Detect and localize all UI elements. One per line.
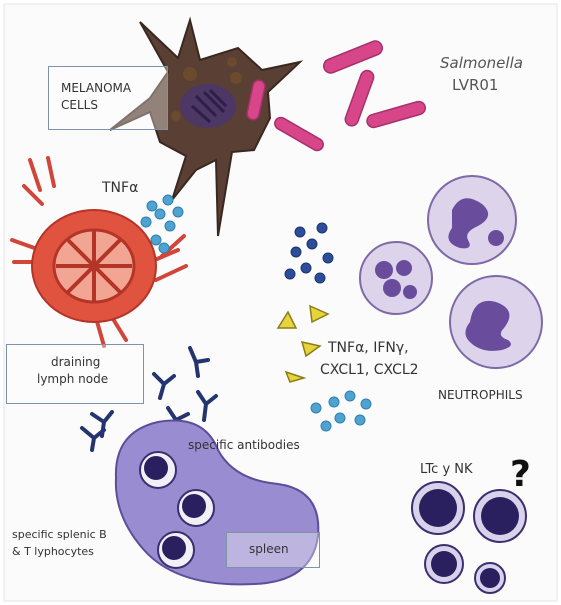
salmonella-label: Salmonella xyxy=(440,54,523,73)
spleen-label: spleen xyxy=(227,533,319,557)
question-mark: ? xyxy=(510,452,531,497)
lymph-node-label-box: draining lymph node xyxy=(6,344,144,404)
neutrophils-label: NEUTROPHILS xyxy=(438,388,523,403)
tnfa-label: TNFα xyxy=(102,180,138,198)
melanoma-label-line1: MELANOMA xyxy=(49,67,167,96)
cytokines-label-line2: CXCL1, CXCL2 xyxy=(320,362,419,380)
melanoma-label-line2: CELLS xyxy=(49,96,167,113)
melanoma-label-box: MELANOMA CELLS xyxy=(48,66,168,130)
ltc-nk-label: LTc y NK xyxy=(420,462,473,478)
lymph-node-label-line1: draining xyxy=(7,345,143,370)
lymph-node-label-line2: lymph node xyxy=(7,370,143,387)
antibodies-label: specific antibodies xyxy=(188,438,300,453)
splenic-label-line2: & T lyphocytes xyxy=(12,545,94,559)
splenic-label-line1: specific splenic B xyxy=(12,528,107,542)
salmonella-strain-label: LVR01 xyxy=(452,76,498,95)
spleen-label-box: spleen xyxy=(226,532,320,568)
cytokines-label-line1: TNFα, IFNγ, xyxy=(328,340,409,358)
